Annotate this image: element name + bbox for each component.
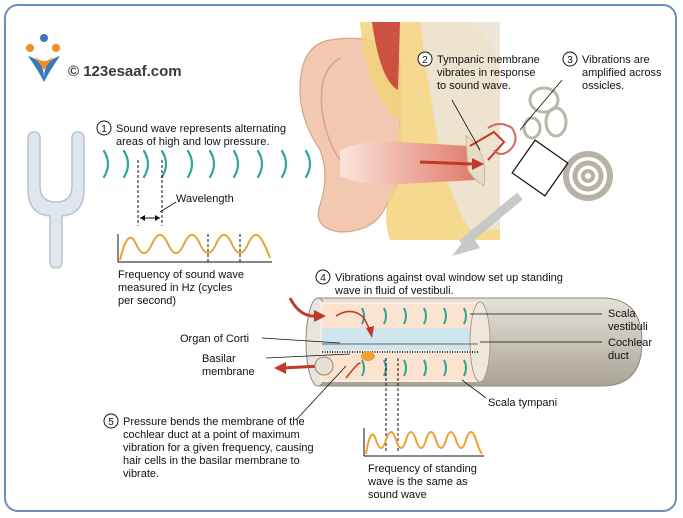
zoom-box bbox=[511, 139, 569, 197]
cochlear-duct-region bbox=[322, 328, 478, 350]
wave-arc bbox=[186, 149, 194, 179]
svg-text:4: 4 bbox=[320, 273, 326, 284]
step-1-text: Sound wave represents alternating areas … bbox=[116, 123, 289, 148]
step-5-marker: 5 bbox=[103, 413, 119, 429]
logo: © 123esaaf.com bbox=[26, 34, 182, 82]
tuning-fork-icon bbox=[27, 131, 85, 269]
step-3-marker: 3 bbox=[562, 51, 578, 67]
basilar-membrane-label: Basilar membrane bbox=[202, 353, 255, 378]
svg-text:1: 1 bbox=[101, 124, 107, 135]
outer-ear bbox=[299, 22, 613, 240]
organ-of-corti-label: Organ of Corti bbox=[180, 333, 249, 345]
wave-arc bbox=[232, 149, 240, 179]
step-4-marker: 4 bbox=[315, 269, 331, 285]
logo-figure-icon bbox=[34, 56, 54, 70]
cochlear-duct-label: Cochlear duct bbox=[608, 337, 655, 362]
step-2-text: Tympanic membrane vibrates in response t… bbox=[437, 54, 543, 92]
svg-text:3: 3 bbox=[567, 55, 573, 66]
wave-arc bbox=[256, 149, 264, 179]
frequency-graph-sound bbox=[117, 234, 272, 263]
figure-frame bbox=[4, 4, 677, 512]
leader-lines bbox=[261, 313, 602, 421]
wave-arc bbox=[102, 149, 110, 179]
step-markers: 1 2 3 4 5 bbox=[96, 51, 578, 429]
frequency-sound-label: Frequency of sound wave measured in Hz (… bbox=[118, 269, 247, 307]
step-5-text: Pressure bends the membrane of the cochl… bbox=[123, 416, 317, 480]
step-3-text: Vibrations are amplified across ossicles… bbox=[582, 54, 665, 92]
step-2-marker: 2 bbox=[417, 51, 433, 67]
wave-arc bbox=[208, 149, 216, 179]
logo-figure-icon bbox=[28, 56, 60, 82]
wave-arc bbox=[122, 149, 130, 179]
logo-text: © 123esaaf.com bbox=[68, 63, 182, 80]
wave-arc bbox=[142, 149, 150, 179]
logo-dot-icon bbox=[40, 34, 48, 42]
logo-dot-icon bbox=[26, 44, 34, 52]
frequency-standing-label: Frequency of standing wave is the same a… bbox=[367, 463, 480, 501]
step-4-text: Vibrations against oval window set up st… bbox=[334, 272, 566, 297]
wave-arc bbox=[304, 149, 312, 179]
step-1-marker: 1 bbox=[96, 120, 112, 136]
sine-wave bbox=[365, 431, 483, 455]
sine-wave bbox=[119, 234, 271, 261]
logo-dot-icon bbox=[52, 44, 60, 52]
wave-arc bbox=[160, 149, 168, 179]
cochlea-spiral bbox=[563, 151, 613, 201]
ear-canal bbox=[340, 141, 476, 185]
frequency-graph-standing bbox=[363, 358, 484, 457]
wavelength-label: Wavelength bbox=[176, 193, 234, 205]
wavelength-marker bbox=[137, 160, 177, 226]
scala-vestibuli-region bbox=[322, 304, 478, 328]
svg-text:5: 5 bbox=[108, 417, 114, 428]
wave-arc bbox=[280, 149, 288, 179]
svg-text:2: 2 bbox=[422, 55, 428, 66]
scala-vestibuli-label: Scala vestibuli bbox=[608, 308, 648, 333]
scala-tympani-label: Scala tympani bbox=[488, 397, 557, 409]
